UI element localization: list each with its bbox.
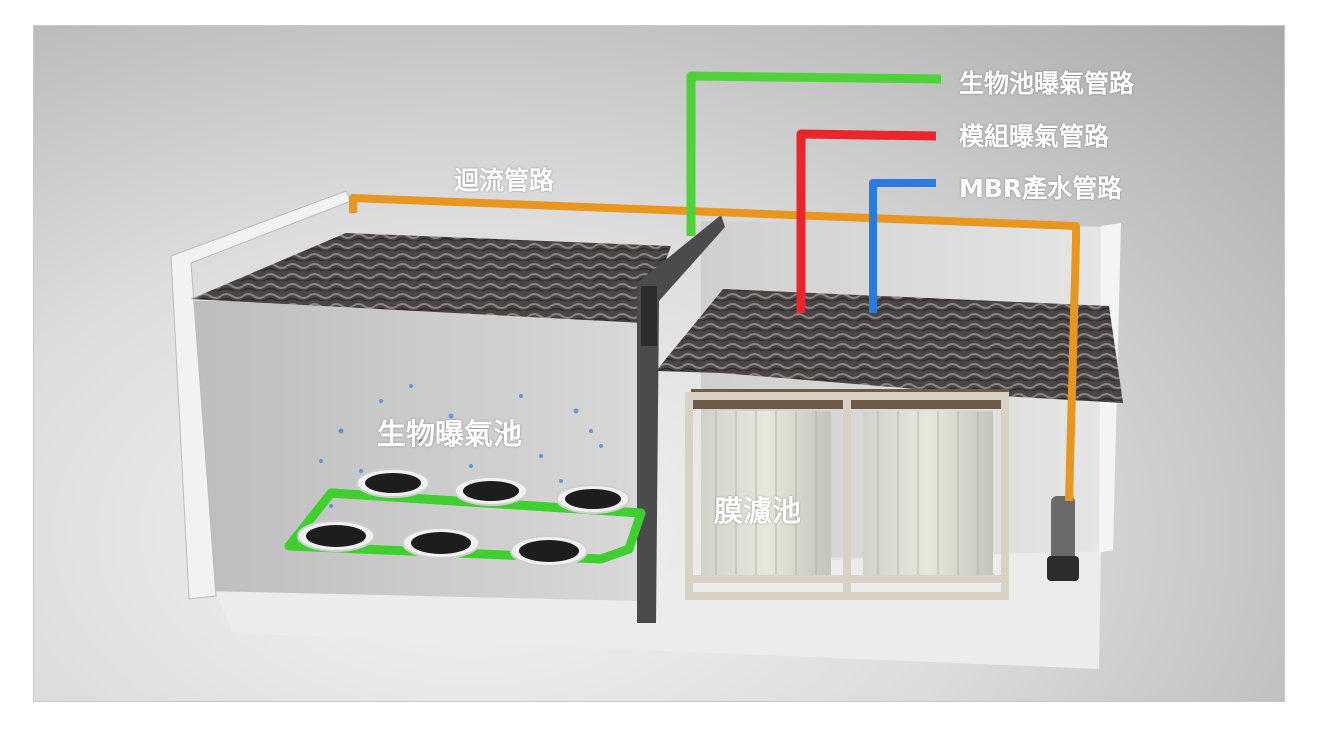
bio-aeration-pipe-label: 生物池曝氣管路 <box>959 69 1135 98</box>
mbr-permeate-pipe <box>869 179 936 313</box>
module-aeration-pipe-label: 模組曝氣管路 <box>959 122 1110 151</box>
air-bubbles <box>319 384 603 508</box>
diffuser-grid <box>284 468 646 567</box>
pump <box>1047 496 1079 581</box>
mbr-system-illustration <box>170 71 1123 669</box>
return-pipe-label: 迴流管路 <box>454 166 555 195</box>
bio-aeration-tank-label: 生物曝氣池 <box>377 417 523 451</box>
membrane-tank-label: 膜濾池 <box>714 494 802 528</box>
bio-aeration-pipe <box>686 71 942 236</box>
bio-tank-water-surface <box>191 233 671 323</box>
membrane-tank-water-surface <box>656 289 1123 403</box>
bio-tank-side-wall <box>170 190 352 600</box>
module-aeration-pipe <box>796 129 937 313</box>
diagram-frame: 生物池曝氣管路 模組曝氣管路 MBR產水管路 迴流管路 生物曝氣池 膜濾池 <box>33 25 1285 702</box>
divider-wall <box>637 215 725 623</box>
mbr-permeate-pipe-label: MBR產水管路 <box>959 174 1123 203</box>
return-pipe <box>349 194 1080 502</box>
membrane-module-rack <box>685 389 1009 600</box>
